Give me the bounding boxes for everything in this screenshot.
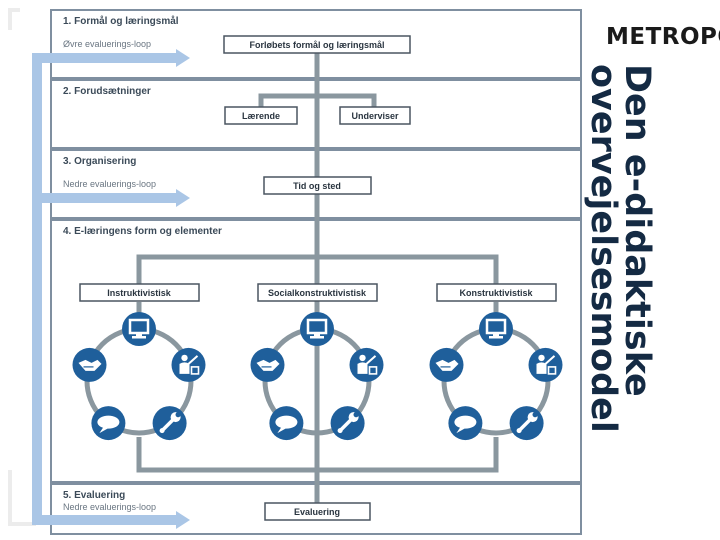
connector-lines xyxy=(136,52,499,503)
section-1-loop-label: Øvre evaluerings-loop xyxy=(63,39,151,49)
section-2-heading: 2. Forudsætninger xyxy=(63,86,151,97)
element-cluster-3 xyxy=(429,312,563,441)
box-time-place-label: Tid og sted xyxy=(293,181,341,191)
section-3-loop-label: Nedre evaluerings-loop xyxy=(63,179,156,189)
handshake-icon xyxy=(429,347,464,382)
box-instructivist: Instruktivistisk xyxy=(79,283,200,302)
computer-icon xyxy=(300,312,334,346)
handshake-icon xyxy=(250,347,285,382)
speech-bubble-icon xyxy=(269,406,304,441)
section-1-heading: 1. Formål og læringsmål xyxy=(63,15,179,27)
box-evaluation-label: Evaluering xyxy=(294,507,340,517)
metropol-logo: METROPOL xyxy=(606,24,720,50)
section-5-loop-label: Nedre evaluerings-loop xyxy=(63,502,156,512)
speech-bubble-icon xyxy=(448,406,483,441)
computer-icon xyxy=(479,312,513,346)
box-evaluation: Evaluering xyxy=(264,502,371,521)
box-learner-label: Lærende xyxy=(242,111,280,121)
page-title-line-1: Den e-didaktiske xyxy=(617,64,657,397)
speech-bubble-icon xyxy=(91,406,126,441)
handshake-icon xyxy=(72,347,107,382)
wrench-icon xyxy=(509,406,544,441)
evaluation-loop-arrows xyxy=(32,49,190,529)
page-title-line-2: overvejelsesmodel xyxy=(583,64,623,433)
wrench-icon xyxy=(330,406,365,441)
wrench-icon xyxy=(152,406,187,441)
section-4-heading: 4. E-læringens form og elementer xyxy=(63,226,222,237)
element-cluster-2 xyxy=(250,312,384,441)
element-clusters xyxy=(72,312,563,441)
box-socialconstructivist-label: Socialkonstruktivistisk xyxy=(268,288,367,298)
section-3-heading: 3. Organisering xyxy=(63,156,136,167)
box-socialconstructivist: Socialkonstruktivistisk xyxy=(257,283,378,302)
box-instructivist-label: Instruktivistisk xyxy=(107,288,172,298)
teacher-icon xyxy=(349,347,384,382)
box-constructivist-label: Konstruktivistisk xyxy=(459,288,533,298)
teacher-icon xyxy=(528,347,563,382)
box-purpose: Forløbets formål og læringsmål xyxy=(223,35,411,54)
box-learner: Lærende xyxy=(224,106,298,125)
box-constructivist: Konstruktivistisk xyxy=(436,283,557,302)
box-time-place: Tid og sted xyxy=(263,176,372,195)
box-teacher: Underviser xyxy=(339,106,411,125)
box-purpose-label: Forløbets formål og læringsmål xyxy=(249,40,384,50)
computer-icon xyxy=(122,312,156,346)
box-teacher-label: Underviser xyxy=(351,111,399,121)
section-5-heading: 5. Evaluering xyxy=(63,490,125,501)
element-cluster-1 xyxy=(72,312,206,441)
teacher-icon xyxy=(171,347,206,382)
